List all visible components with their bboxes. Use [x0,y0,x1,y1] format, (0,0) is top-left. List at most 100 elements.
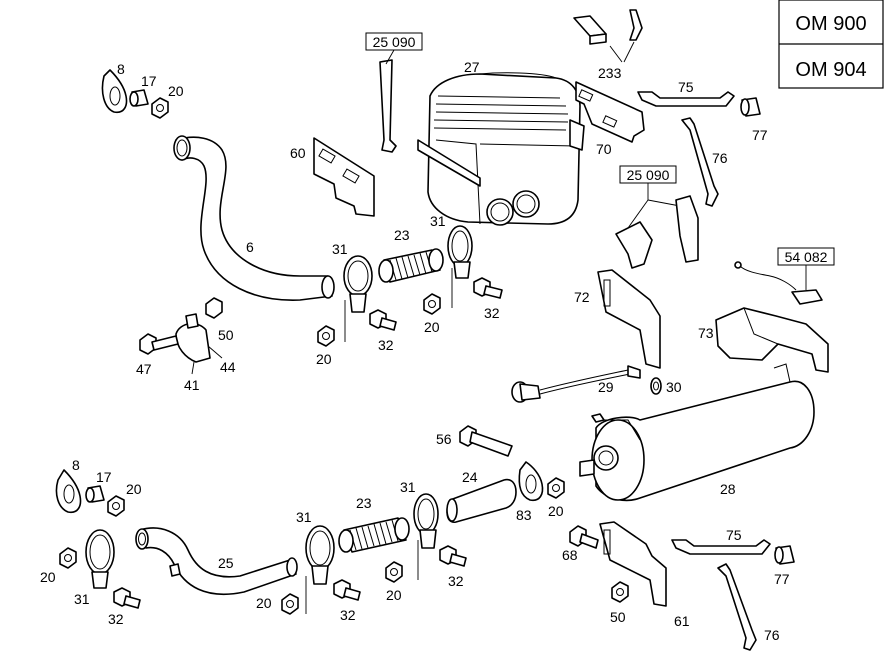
label-20-lower-middle: 20 [256,595,272,611]
part-20-nut-lower-left [59,547,77,569]
part-6-pipe [173,135,335,301]
part-32-bolt-lower-middle [333,579,361,601]
label-23-lower: 23 [356,495,372,511]
part-83-bracket [518,461,544,502]
part-70-bracket [575,81,645,143]
label-31-upper-left: 31 [332,241,348,257]
label-72: 72 [574,289,590,305]
part-27-muffler-box [417,72,585,226]
label-20-upper: 20 [168,83,184,99]
part-76-upper-rod [681,117,719,207]
model-header-box: OM 900 OM 904 [778,0,884,89]
label-29: 29 [598,379,614,395]
part-20-nut-lower-center [385,561,403,583]
part-32-bolt-lower-left [113,587,141,609]
label-32-lower-middle: 32 [340,607,356,623]
label-31-lower-middle: 31 [296,509,312,525]
part-56-bolt [459,425,513,457]
part-50-nut-lower [611,581,629,603]
label-32-lower-right: 32 [448,573,464,589]
part-20-nut-upper-center [423,293,441,315]
part-31-clamp-upper-right [447,225,473,308]
label-41: 41 [184,377,200,393]
label-50-upper: 50 [218,327,234,343]
label-20-upper-center: 20 [424,319,440,335]
part-76-lower-rod [717,563,757,651]
label-20-upper-left: 20 [316,351,332,367]
part-31-clamp-lower-middle [305,525,335,614]
part-32-bolt-lower-right [439,545,467,567]
part-20-nut-silencer [547,477,565,499]
part-29-sensor [511,365,641,403]
part-72-bracket [597,269,661,369]
label-31-upper-right: 31 [430,213,446,229]
part-25-pipe [135,527,298,596]
label-31-lower-right: 31 [400,479,416,495]
part-75-lower-strap [671,539,771,555]
label-32-upper-left: 32 [378,337,394,353]
label-60: 60 [290,145,306,161]
part-77-lower-block [774,545,795,565]
part-20-lower [107,495,125,517]
part-labels: 8 17 20 6 60 27 233 75 77 70 76 31 23 31… [40,59,790,643]
label-56: 56 [436,431,452,447]
part-8-lower [55,469,82,514]
label-77-upper: 77 [752,127,768,143]
label-20-silencer: 20 [548,503,564,519]
part-31-clamp-lower-right [413,493,439,580]
label-61: 61 [674,613,690,629]
label-76-upper: 76 [712,150,728,166]
label-75-upper: 75 [678,79,694,95]
label-28: 28 [720,481,736,497]
label-27: 27 [464,59,480,75]
part-23-flex-pipe-lower [338,517,410,553]
part-20-upper [151,97,169,119]
label-32-lower-left: 32 [108,611,124,627]
part-41-clamp-group [139,297,223,375]
part-68-bolt [569,525,599,549]
label-68: 68 [562,547,578,563]
label-20-lower-left: 20 [40,569,56,585]
label-47: 47 [136,361,152,377]
part-77-upper-block [740,97,761,117]
part-17-lower [85,485,105,503]
part-28-silencer [579,363,815,502]
label-70: 70 [596,141,612,157]
part-32-bolt-upper-right [473,277,503,299]
ref-25090-upper: 25 090 [373,34,416,50]
part-25090-right-bracket: 25 090 [615,165,699,269]
label-17-lower: 17 [96,469,112,485]
label-233: 233 [598,65,622,81]
part-60-bracket [313,137,375,217]
model-om-900: OM 900 [795,13,866,35]
part-20-nut-lower-middle [281,593,299,615]
part-24-pipe [446,478,517,524]
label-32-upper-right: 32 [484,305,500,321]
part-31-clamp-upper-left [343,255,373,342]
label-31-lower-left: 31 [74,591,90,607]
part-31-clamp-lower-left [85,529,115,589]
label-76-lower: 76 [764,627,780,643]
ref-25090-right: 25 090 [627,167,670,183]
part-23-flex-pipe-upper [378,248,444,283]
part-75-upper-strap [637,91,735,107]
label-73: 73 [698,325,714,341]
label-25: 25 [218,555,234,571]
label-17-upper: 17 [141,73,157,89]
part-25090-strap: 25 090 [365,32,423,153]
label-24: 24 [462,469,478,485]
label-6: 6 [246,239,254,255]
label-75-lower: 75 [726,527,742,543]
part-54082-sensor: 54 082 [734,247,835,305]
part-8-upper [101,69,128,114]
label-8-upper: 8 [117,61,125,77]
part-61-bracket [599,521,667,607]
label-8-lower: 8 [72,457,80,473]
model-om-904: OM 904 [795,59,866,81]
label-44: 44 [220,359,236,375]
label-77-lower: 77 [774,571,790,587]
label-30: 30 [666,379,682,395]
label-20-lower-center: 20 [386,587,402,603]
